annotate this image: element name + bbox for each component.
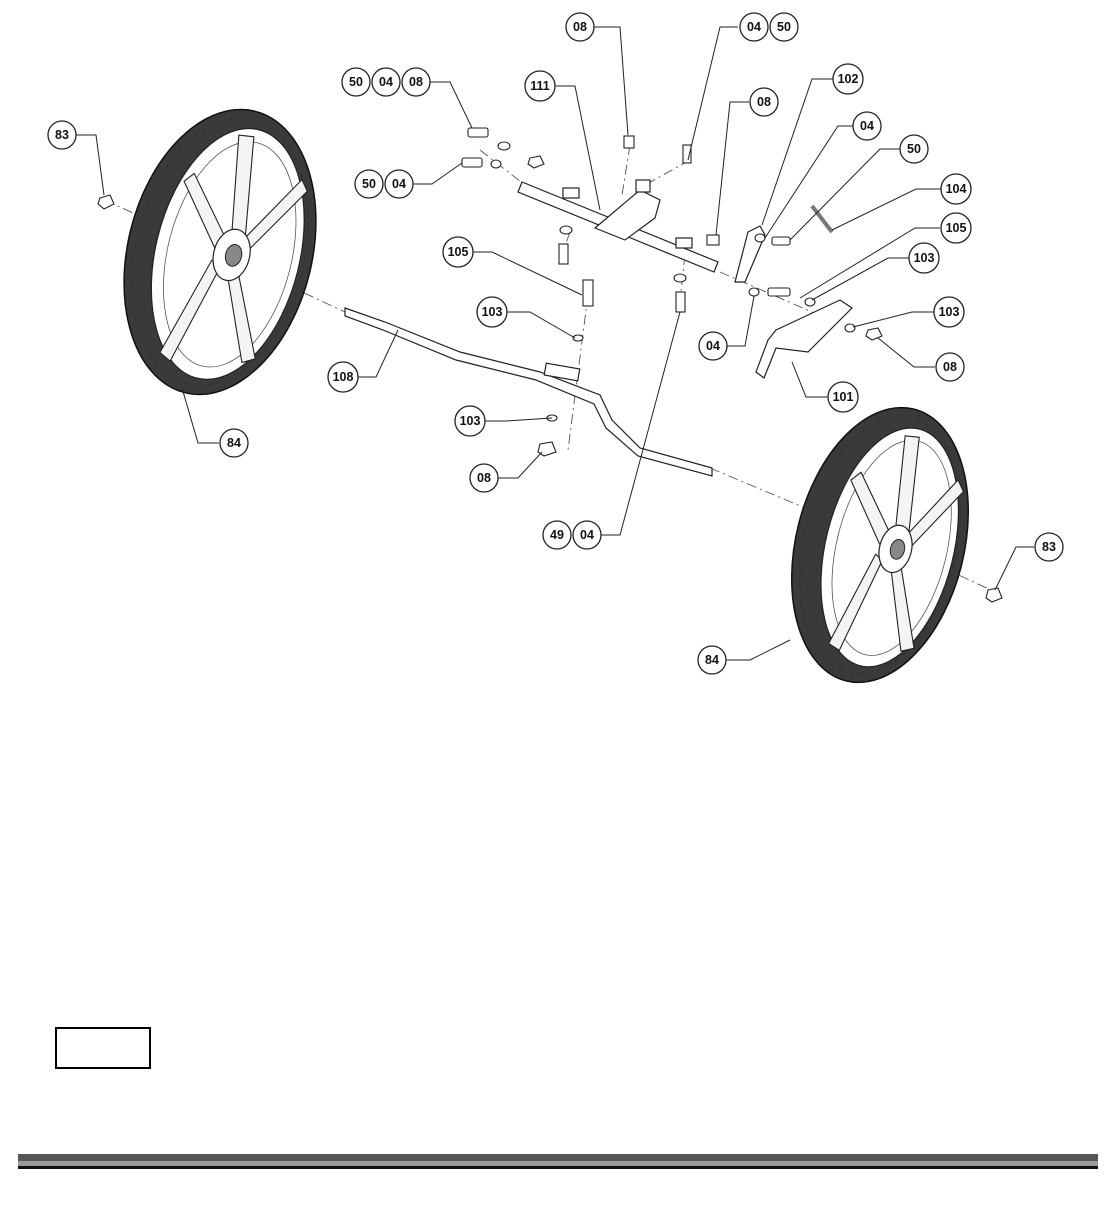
callout-102: 102: [832, 63, 864, 95]
svg-text:50: 50: [907, 142, 921, 156]
svg-text:101: 101: [833, 390, 854, 404]
svg-text:103: 103: [914, 251, 935, 265]
svg-text:104: 104: [946, 182, 967, 196]
svg-text:04: 04: [747, 20, 761, 34]
svg-text:83: 83: [1042, 540, 1056, 554]
svg-text:04: 04: [392, 177, 406, 191]
callout-83-right: 83: [1034, 532, 1064, 562]
svg-text:105: 105: [946, 221, 967, 235]
bracket-101: [755, 299, 853, 379]
callout-04-lower-right: 04: [698, 331, 728, 361]
svg-text:49: 49: [550, 528, 564, 542]
right-wheel: [790, 406, 970, 684]
callout-08-top: 08: [565, 12, 595, 42]
spring-104: [810, 204, 834, 234]
callout-50-right: 50: [899, 134, 929, 164]
svg-text:84: 84: [705, 653, 719, 667]
callout-103-mid: 103: [476, 296, 508, 328]
left-wheel: [123, 108, 317, 396]
callout-103-lower-right: 103: [933, 296, 965, 328]
callout-105-right: 105: [940, 212, 972, 244]
svg-text:105: 105: [448, 245, 469, 259]
svg-text:08: 08: [943, 360, 957, 374]
svg-text:04: 04: [706, 339, 720, 353]
svg-text:50: 50: [349, 75, 363, 89]
callout-08-lower-right: 08: [935, 352, 965, 382]
callout-04-upper-left: 04: [371, 67, 401, 97]
callout-04-right: 04: [852, 111, 882, 141]
svg-text:111: 111: [530, 79, 550, 93]
blank-label-box: [55, 1027, 151, 1069]
svg-text:50: 50: [362, 177, 376, 191]
callout-103-upper-right: 103: [908, 242, 940, 274]
callout-08-upper-left: 08: [401, 67, 431, 97]
callout-49: 49: [542, 520, 572, 550]
svg-text:103: 103: [460, 414, 481, 428]
bar-111: [517, 179, 719, 273]
leader-lines: [76, 26, 1034, 661]
svg-text:04: 04: [860, 119, 874, 133]
callout-50-left-mid: 50: [354, 169, 384, 199]
callout-04-top-right: 04: [739, 12, 769, 42]
callout-08-mid-right: 08: [749, 87, 779, 117]
svg-text:103: 103: [939, 305, 960, 319]
callout-04-bottom: 04: [572, 520, 602, 550]
callout-84-right: 84: [697, 645, 727, 675]
axle-108: [344, 307, 713, 477]
footer-rule: [18, 1154, 1098, 1172]
callout-83-left: 83: [47, 120, 77, 150]
svg-text:04: 04: [379, 75, 393, 89]
callout-108: 108: [327, 361, 359, 393]
callout-50-top-right: 50: [769, 12, 799, 42]
callout-104: 104: [940, 173, 972, 205]
svg-text:108: 108: [333, 370, 354, 384]
svg-text:50: 50: [777, 20, 791, 34]
callout-84-left: 84: [219, 428, 249, 458]
svg-text:08: 08: [757, 95, 771, 109]
svg-text:103: 103: [482, 305, 503, 319]
callout-08-lower: 08: [469, 463, 499, 493]
svg-text:08: 08: [409, 75, 423, 89]
callout-04-left-mid: 04: [384, 169, 414, 199]
svg-text:08: 08: [477, 471, 491, 485]
callout-105-left: 105: [442, 236, 474, 268]
callout-103-lower: 103: [454, 405, 486, 437]
svg-text:08: 08: [573, 20, 587, 34]
callout-111: 111: [524, 70, 556, 102]
callout-101: 101: [827, 381, 859, 413]
svg-text:102: 102: [838, 72, 859, 86]
svg-text:04: 04: [580, 528, 594, 542]
callout-50-upper-left: 50: [341, 67, 371, 97]
svg-text:84: 84: [227, 436, 241, 450]
svg-text:83: 83: [55, 128, 69, 142]
